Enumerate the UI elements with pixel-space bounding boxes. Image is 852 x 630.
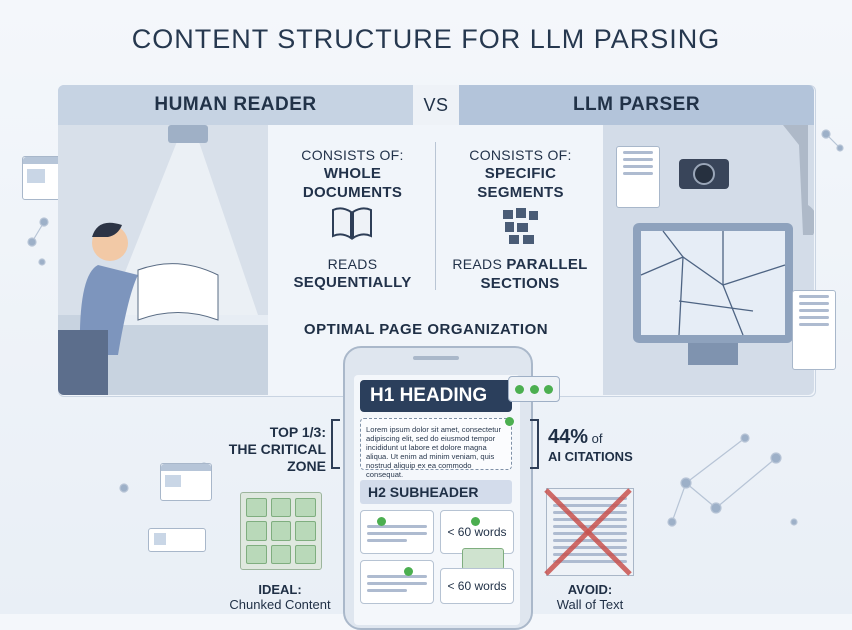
floating-window-icon bbox=[148, 528, 206, 552]
network-decoration bbox=[27, 129, 844, 527]
chunk-mini-icon bbox=[462, 548, 504, 570]
robot-arm-camera-icon bbox=[633, 125, 814, 365]
human-reader-header: HUMAN READER bbox=[58, 85, 413, 125]
avoid-label: AVOID: Wall of Text bbox=[556, 582, 624, 612]
check-icon bbox=[514, 384, 524, 394]
phone-speaker bbox=[413, 356, 459, 360]
left-bracket bbox=[331, 419, 340, 469]
center-divider bbox=[435, 142, 436, 290]
floating-document-icon bbox=[792, 290, 836, 370]
llm-consists: CONSISTS OF: SPECIFIC SEGMENTS bbox=[469, 147, 572, 201]
check-icon bbox=[544, 384, 554, 394]
llm-parser-header: LLM PARSER bbox=[459, 85, 814, 125]
check-badge bbox=[508, 376, 560, 402]
book-icon bbox=[332, 207, 372, 240]
floating-document-icon bbox=[616, 146, 660, 208]
person-reading-icon bbox=[58, 125, 268, 395]
check-icon bbox=[470, 517, 480, 526]
floating-window-icon bbox=[160, 463, 212, 501]
human-reads: READS SEQUENTIALLY bbox=[293, 256, 412, 291]
page-title: CONTENT STRUCTURE FOR LLM PARSING bbox=[131, 24, 721, 54]
check-icon bbox=[377, 517, 387, 526]
llm-reads: READS PARALLEL SECTIONS bbox=[452, 256, 588, 292]
content-chunk-card bbox=[360, 510, 434, 554]
ai-citations-stat: 44% of AI CITATIONS bbox=[548, 426, 633, 464]
puzzle-segments-icon bbox=[503, 208, 538, 244]
vs-label: VS bbox=[413, 85, 459, 125]
right-bracket bbox=[530, 419, 539, 469]
check-icon bbox=[404, 567, 414, 576]
top-zone-label: TOP 1/3: THE CRITICAL ZONE bbox=[228, 424, 326, 474]
human-consists: CONSISTS OF: WHOLE DOCUMENTS bbox=[301, 147, 404, 201]
content-chunk-card bbox=[360, 560, 434, 604]
check-icon bbox=[529, 384, 539, 394]
h1-heading: H1 HEADING bbox=[360, 380, 512, 412]
red-x-icon bbox=[544, 488, 632, 576]
words-limit-card: < 60 words bbox=[440, 568, 514, 604]
optimal-page-organization-heading: OPTIMAL PAGE ORGANIZATION bbox=[303, 321, 549, 338]
ideal-label: IDEAL: Chunked Content bbox=[229, 582, 331, 612]
h2-subheader: H2 SUBHEADER bbox=[360, 480, 512, 504]
check-icon bbox=[505, 417, 514, 426]
lorem-paragraph: Lorem ipsum dolor sit amet, consectetur … bbox=[360, 418, 512, 479]
human-reader-illustration bbox=[58, 125, 268, 395]
chunked-grid-icon bbox=[240, 492, 322, 570]
